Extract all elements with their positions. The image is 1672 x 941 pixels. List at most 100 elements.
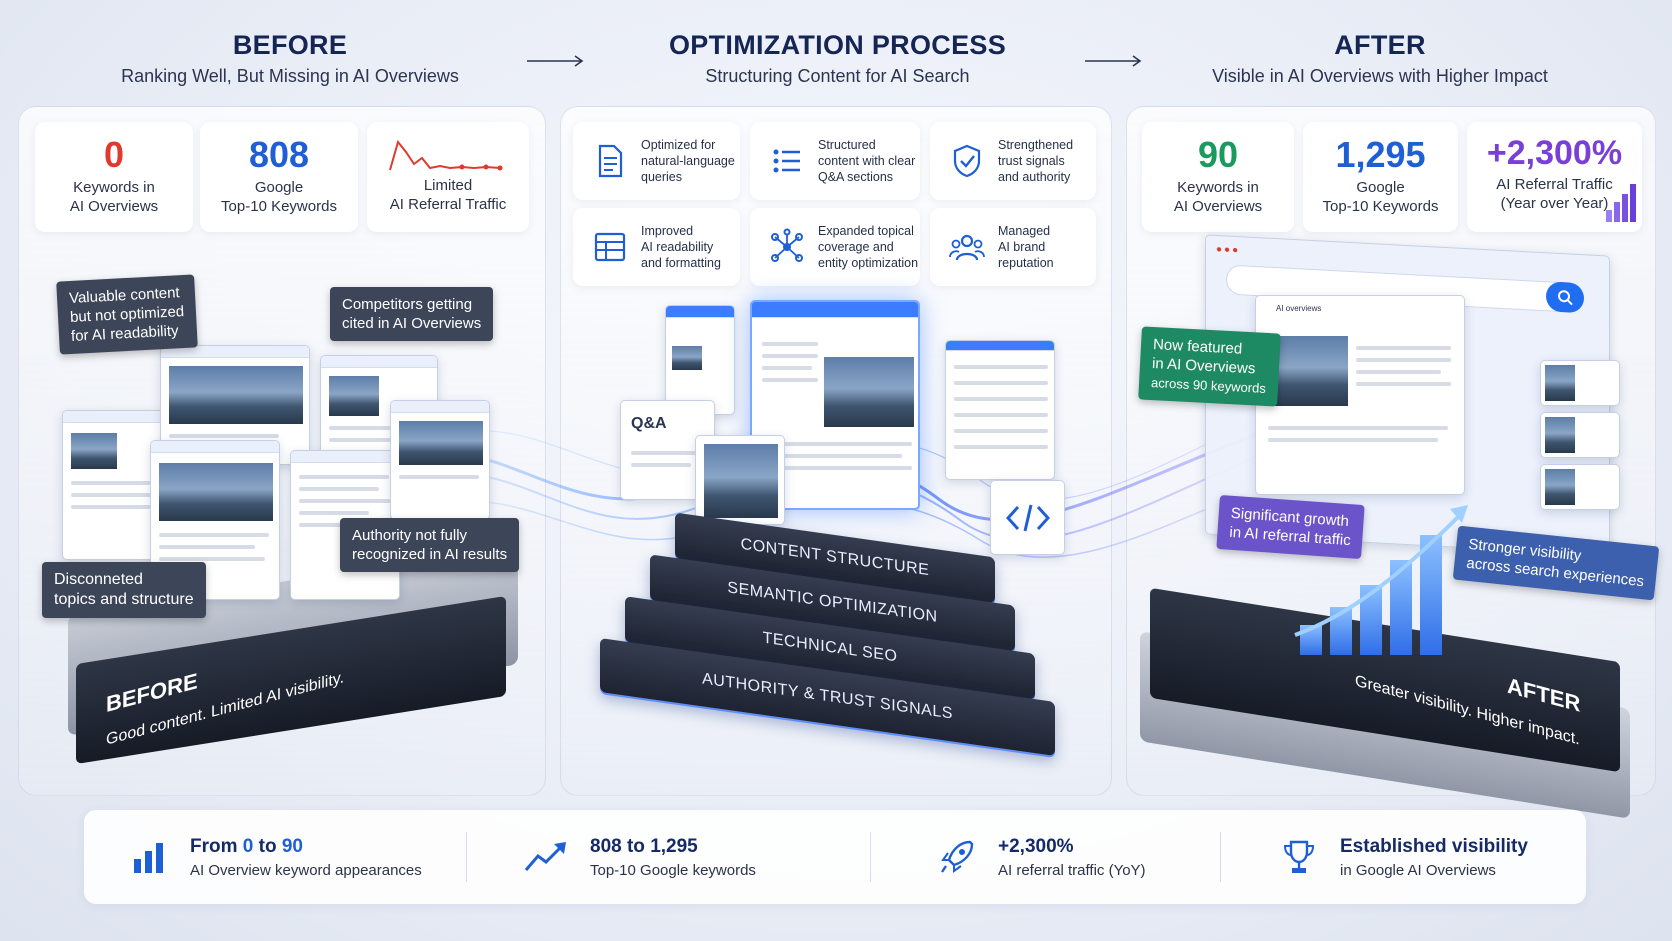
feature-line: entity optimization (818, 256, 919, 270)
feature-line: Strengthened (998, 138, 1074, 152)
after-title: AFTER (1334, 30, 1426, 60)
callout-now-featured: Now featured in AI Overviews across 90 k… (1138, 326, 1281, 407)
feature-line: content with clear (818, 154, 916, 168)
users-icon (949, 234, 985, 261)
summary-keyword-appearances: From 0 to 90 AI Overview keyword appeara… (132, 810, 422, 904)
feature-line: AI readability (641, 240, 714, 254)
before-title: BEFORE (232, 30, 348, 60)
stat-value: 90 (1197, 134, 1239, 175)
summary-google-keywords: 808 to 1,295 Top-10 Google keywords (524, 810, 756, 904)
before-stat-traffic: Limited AI Referral Traffic (367, 122, 529, 232)
table-card (945, 340, 1055, 480)
callout-line: Authority not fully (352, 527, 468, 544)
before-header: BEFORE Ranking Well, But Missing in AI O… (60, 30, 520, 87)
callout-disconnected: Disconneted topics and structure (42, 562, 206, 618)
summary-value: Established visibility (1340, 835, 1528, 857)
after-base-title: AFTER (1506, 672, 1580, 717)
search-icon (1558, 290, 1573, 306)
arrow-right-icon (1085, 55, 1142, 67)
summary-text: From (190, 835, 243, 857)
feature-trust-signals: Strengthened trust signals and authority (930, 122, 1096, 200)
results-summary-bar: From 0 to 90 AI Overview keyword appeara… (84, 810, 1586, 904)
callout-valuable-content: Valuable content but not optimized for A… (56, 274, 199, 355)
document-icon (598, 144, 623, 178)
after-scene: AFTER Greater visibility. Higher impact.… (1130, 234, 1650, 819)
image-card (695, 435, 785, 525)
before-subtitle: Ranking Well, But Missing in AI Overview… (121, 66, 459, 86)
stat-label: Top-10 Keywords (221, 198, 337, 215)
process-title: OPTIMIZATION PROCESS (668, 30, 1006, 60)
stat-value: 0 (103, 134, 125, 175)
stat-label: AI Referral Traffic (1496, 176, 1613, 193)
summary-caption: AI referral traffic (YoY) (998, 861, 1146, 879)
code-card (990, 480, 1065, 555)
stat-label: Google (254, 179, 304, 196)
after-stat-keywords: 90 Keywords in AI Overviews (1142, 122, 1294, 232)
table-icon (594, 232, 626, 262)
growth-bars-graphic (1294, 505, 1468, 655)
stat-value: 1,295 (1335, 134, 1426, 175)
summary-value: 90 (281, 835, 303, 857)
stat-value: +2,300% (1486, 134, 1623, 172)
feature-line: and authority (998, 170, 1071, 184)
stat-label: Top-10 Keywords (1322, 198, 1439, 215)
summary-established-visibility: Established visibility in Google AI Over… (1280, 810, 1528, 904)
search-button[interactable] (1546, 281, 1584, 314)
trophy-icon (1283, 840, 1315, 873)
layer-label: TECHNICAL SEO (762, 629, 898, 666)
callout-line: topics and structure (54, 591, 194, 608)
content-page-window (320, 355, 438, 465)
stat-label: AI Overviews (69, 198, 159, 215)
ai-overview-label: AI overviews (1276, 304, 1322, 313)
after-stat-google: 1,295 Google Top-10 Keywords (1303, 122, 1458, 232)
shield-check-icon (953, 144, 981, 178)
feature-line: trust signals (998, 154, 1065, 168)
stat-label: Keywords in (1177, 179, 1259, 196)
result-thumbnail (1540, 412, 1620, 458)
before-stat-google: 808 Google Top-10 Keywords (200, 122, 358, 232)
callout-significant-growth: Significant growth in AI referral traffi… (1216, 494, 1366, 560)
summary-text: to (253, 835, 282, 857)
search-browser-window: ●●● (1205, 234, 1610, 556)
callout-line: cited in AI Overviews (342, 315, 482, 332)
callout-line: Disconneted (54, 571, 143, 588)
content-page-window (390, 400, 490, 520)
callout-authority: Authority not fully recognized in AI res… (340, 518, 520, 572)
summary-value: +2,300% (998, 835, 1074, 857)
before-base-caption: Good content. Limited AI visibility. (106, 669, 345, 749)
summary-caption: Top-10 Google keywords (590, 861, 756, 879)
divider (870, 832, 871, 882)
feature-line: Improved (641, 224, 694, 238)
stat-value: 808 (248, 134, 310, 175)
result-thumbnail (1540, 464, 1620, 510)
declining-line-icon (389, 139, 503, 171)
window-dots: ●●● (1216, 243, 1241, 257)
list-icon (773, 149, 800, 173)
stat-label: AI Referral Traffic (389, 196, 507, 213)
feature-line: Optimized for (641, 138, 716, 152)
feature-line: reputation (998, 256, 1054, 270)
process-subtitle: Structuring Content for AI Search (705, 66, 970, 86)
stat-label: Keywords in (73, 179, 155, 196)
stat-label: Limited (423, 177, 473, 194)
bar-chart-icon (134, 843, 163, 873)
qa-label: Q&A (631, 415, 667, 432)
trend-up-icon (524, 842, 566, 871)
feature-line: Managed (998, 224, 1051, 238)
stat-label: Google (1356, 179, 1405, 196)
stat-label: (Year over Year) (1500, 195, 1609, 212)
content-page-window (150, 440, 280, 600)
after-subtitle: Visible in AI Overviews with Higher Impa… (1212, 66, 1548, 86)
process-header: OPTIMIZATION PROCESS Structuring Content… (605, 30, 1070, 87)
network-icon (771, 228, 803, 262)
after-stat-traffic: +2,300% AI Referral Traffic (Year over Y… (1467, 122, 1642, 232)
summary-referral-traffic: +2,300% AI referral traffic (YoY) (938, 810, 1146, 904)
summary-caption: AI Overview keyword appearances (190, 861, 422, 879)
process-scene: Q&A CONTENT STRUCTURE SEMANTIC OPTIMIZAT… (575, 295, 1095, 785)
arrow-right-icon (527, 55, 584, 67)
summary-caption: in Google AI Overviews (1340, 861, 1496, 879)
feature-line: and formatting (641, 256, 721, 270)
